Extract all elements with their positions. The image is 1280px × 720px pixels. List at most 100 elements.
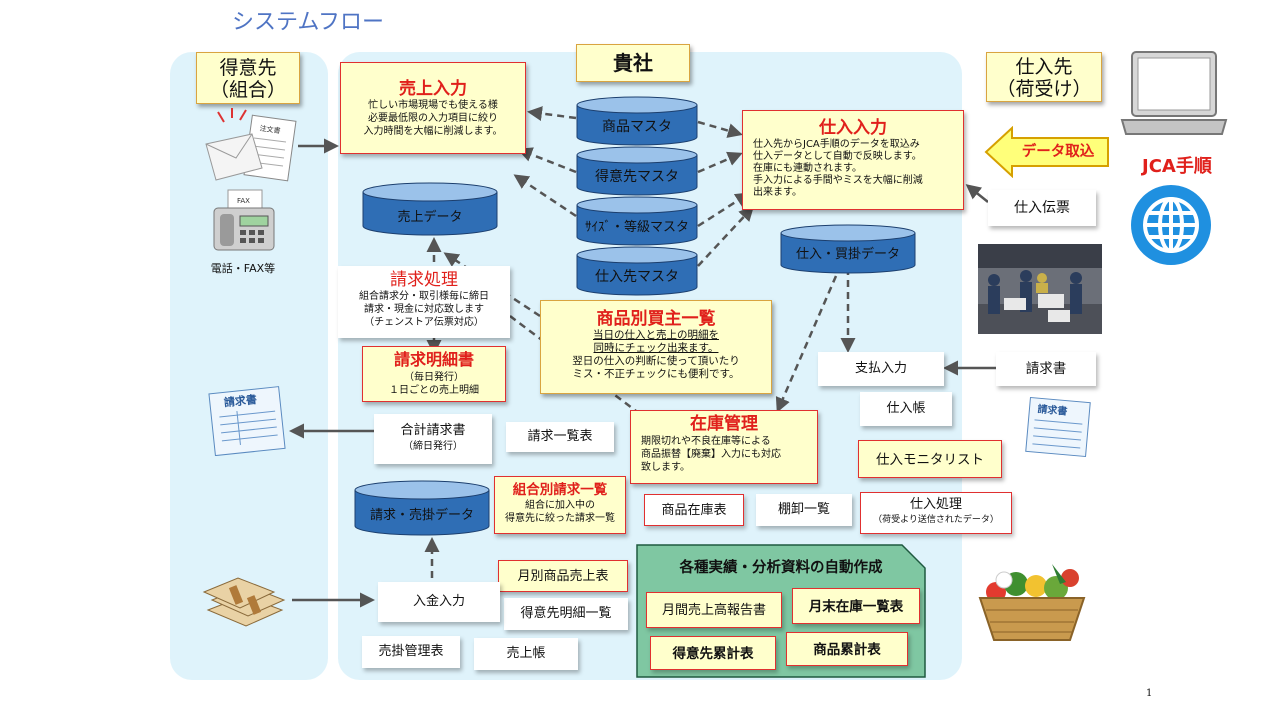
report-monthly-sales-label: 月間売上高報告書 <box>661 603 766 618</box>
purchase-data-db[interactable]: 仕入・買掛データ <box>780 224 916 274</box>
billing-detail-title: 請求明細書 <box>393 350 474 369</box>
company-header: 貴社 <box>576 44 690 82</box>
product-trade-list-line1: 当日の仕入と売上の明細を <box>593 329 719 341</box>
purchase-entry-line3: 在庫にも連動されます。 <box>753 163 862 174</box>
billing-data-db[interactable]: 請求・売掛データ <box>354 480 490 536</box>
data-import-arrow: データ取込 <box>984 125 1110 179</box>
billing-process-line3: （チェンストア伝票対応） <box>364 317 484 328</box>
inventory-line2: 商品振替【廃棄】入力にも対応 <box>641 449 781 460</box>
purchase-entry-line5: 出来ます。 <box>753 187 802 198</box>
sales-ledger-label: 売上帳 <box>506 646 546 661</box>
auto-reports-title: 各種実績・分析資料の自動作成 <box>679 560 883 576</box>
customer-master-db[interactable]: 得意先マスタ <box>576 146 698 196</box>
purchase-entry-line4: 手入力による手間やミスを大幅に削減 <box>753 175 923 186</box>
arrow-sm-to-purchase <box>697 192 751 228</box>
purchase-slip-label: 仕入伝票 <box>1014 200 1070 216</box>
laptop-icon <box>1118 48 1230 140</box>
cash-bundle-icon <box>198 566 292 636</box>
supplier-title: 仕入先 <box>1015 56 1073 78</box>
purchase-monitor-box[interactable]: 仕入モニタリスト <box>858 440 1002 478</box>
svg-text:請求書: 請求書 <box>1037 402 1068 418</box>
sales-entry-title: 売上入力 <box>399 79 467 99</box>
purchase-process-sub: （荷受より送信されたデータ） <box>873 515 999 525</box>
report-product-total-label: 商品累計表 <box>813 642 881 658</box>
monthly-sales-box[interactable]: 月別商品売上表 <box>498 560 628 592</box>
arrow-pm-to-sales <box>527 106 577 121</box>
deposit-entry-label: 入金入力 <box>412 594 465 609</box>
stock-table-box[interactable]: 商品在庫表 <box>644 494 744 526</box>
report-product-total[interactable]: 商品累計表 <box>786 632 908 666</box>
customer-subtitle: （組合） <box>209 79 286 101</box>
purchase-entry-box[interactable]: 仕入入力 仕入先からJCA手順のデータを取込み 仕入データとして自動で反映します… <box>742 110 964 210</box>
billing-process-box[interactable]: 請求処理 組合請求分・取引様毎に締日 請求・現金に対応致します （チェンストア伝… <box>338 266 510 338</box>
market-photo <box>978 244 1102 334</box>
order-document-icon: 注文書 <box>202 104 298 190</box>
report-customer-total-label: 得意先累計表 <box>672 646 754 662</box>
customer-title: 得意先 <box>219 57 277 79</box>
total-invoice-box[interactable]: 合計請求書 （締日発行） <box>374 414 492 464</box>
union-invoice-title: 組合別請求一覧 <box>512 482 608 498</box>
purchase-slip-box[interactable]: 仕入伝票 <box>988 190 1096 226</box>
sales-entry-box[interactable]: 売上入力 忙しい市場現場でも使える様 必要最低限の入力項目に絞り 入力時間を大幅… <box>340 62 526 154</box>
monthly-sales-label: 月別商品売上表 <box>517 569 609 584</box>
globe-icon <box>1130 184 1212 266</box>
arrow-purch-to-inventory <box>775 275 838 413</box>
page-number: 1 <box>1146 688 1153 699</box>
customer-invoice-icon: 請求書 <box>206 384 290 457</box>
inventory-line3: 致します。 <box>641 462 690 473</box>
customer-detail-box[interactable]: 得意先明細一覧 <box>504 598 628 630</box>
sales-entry-line1: 忙しい市場現場でも使える様 <box>368 100 498 111</box>
page-title: システムフロー <box>232 10 385 35</box>
payment-entry-label: 支払入力 <box>854 361 907 376</box>
supplier-header: 仕入先 （荷受け） <box>986 52 1102 102</box>
purchase-book-label: 仕入帳 <box>886 401 926 416</box>
billing-detail-line1: （毎日発行） <box>404 372 464 383</box>
customer-master-label: 得意先マスタ <box>595 169 679 185</box>
report-customer-total[interactable]: 得意先累計表 <box>650 636 776 670</box>
total-invoice-title: 合計請求書 <box>400 423 466 438</box>
product-trade-list-line4: ミス・不正チェックにも便利です。 <box>572 368 740 380</box>
purchase-entry-line1: 仕入先からJCA手順のデータを取込み <box>753 139 920 150</box>
product-master-db[interactable]: 商品マスタ <box>576 96 698 146</box>
ar-table-box[interactable]: 売掛管理表 <box>362 636 460 668</box>
purchase-entry-line2: 仕入データとして自動で反映します。 <box>753 151 922 162</box>
invoice-list-label: 請求一覧表 <box>527 429 593 444</box>
report-month-end-stock-label: 月末在庫一覧表 <box>808 599 904 615</box>
arrow-pm-to-purchase <box>697 120 743 138</box>
deposit-entry-box[interactable]: 入金入力 <box>378 582 500 622</box>
purchase-process-title: 仕入処理 <box>909 497 962 512</box>
arrow-slip-to-purchase <box>965 184 989 203</box>
purchase-monitor-label: 仕入モニタリスト <box>876 452 984 468</box>
supplier-master-label: 仕入先マスタ <box>595 269 679 285</box>
purchase-book-box[interactable]: 仕入帳 <box>860 392 952 426</box>
product-trade-list-box[interactable]: 商品別買主一覧 当日の仕入と売上の明細を 同時にチェック出来ます。 翌日の仕入の… <box>540 300 772 394</box>
billing-process-title: 請求処理 <box>390 270 458 290</box>
report-month-end-stock[interactable]: 月末在庫一覧表 <box>792 588 920 624</box>
company-title: 貴社 <box>613 51 653 75</box>
stock-table-label: 商品在庫表 <box>661 503 727 518</box>
data-import-label: データ取込 <box>1021 144 1095 160</box>
billing-detail-line2: １日ごとの売上明細 <box>389 385 479 396</box>
jca-label: JCA手順 <box>1142 156 1212 177</box>
arrow-cm-to-purchase <box>697 151 743 174</box>
inventory-box[interactable]: 在庫管理 期限切れや不良在庫等による 商品振替【廃棄】入力にも対応 致します。 <box>630 410 818 484</box>
vegetable-basket-icon <box>974 556 1090 646</box>
stocktake-list-label: 棚卸一覧 <box>777 502 830 517</box>
supplier-invoice-label: 請求書 <box>1025 361 1067 377</box>
supplier-master-db[interactable]: 仕入先マスタ <box>576 246 698 296</box>
billing-process-line2: 請求・現金に対応致します <box>364 304 484 315</box>
sales-ledger-box[interactable]: 売上帳 <box>474 638 578 670</box>
purchase-process-box[interactable]: 仕入処理 （荷受より送信されたデータ） <box>860 492 1012 534</box>
product-trade-list-title: 商品別買主一覧 <box>596 309 716 329</box>
invoice-list-box[interactable]: 請求一覧表 <box>506 422 614 452</box>
supplier-invoice-icon: 請求書 <box>1022 396 1094 458</box>
stocktake-list-box[interactable]: 棚卸一覧 <box>756 494 852 526</box>
sales-data-db[interactable]: 売上データ <box>362 182 498 236</box>
supplier-invoice-box[interactable]: 請求書 <box>996 352 1096 386</box>
report-monthly-sales[interactable]: 月間売上高報告書 <box>646 592 782 628</box>
payment-entry-box[interactable]: 支払入力 <box>818 352 944 386</box>
phone-fax-label: 電話・FAX等 <box>210 262 276 275</box>
union-invoice-box[interactable]: 組合別請求一覧 組合に加入中の 得意先に絞った請求一覧 <box>494 476 626 534</box>
size-grade-master-db[interactable]: ｻｲｽﾞ・等級マスタ <box>576 196 698 246</box>
billing-detail-box[interactable]: 請求明細書 （毎日発行） １日ごとの売上明細 <box>362 346 506 402</box>
